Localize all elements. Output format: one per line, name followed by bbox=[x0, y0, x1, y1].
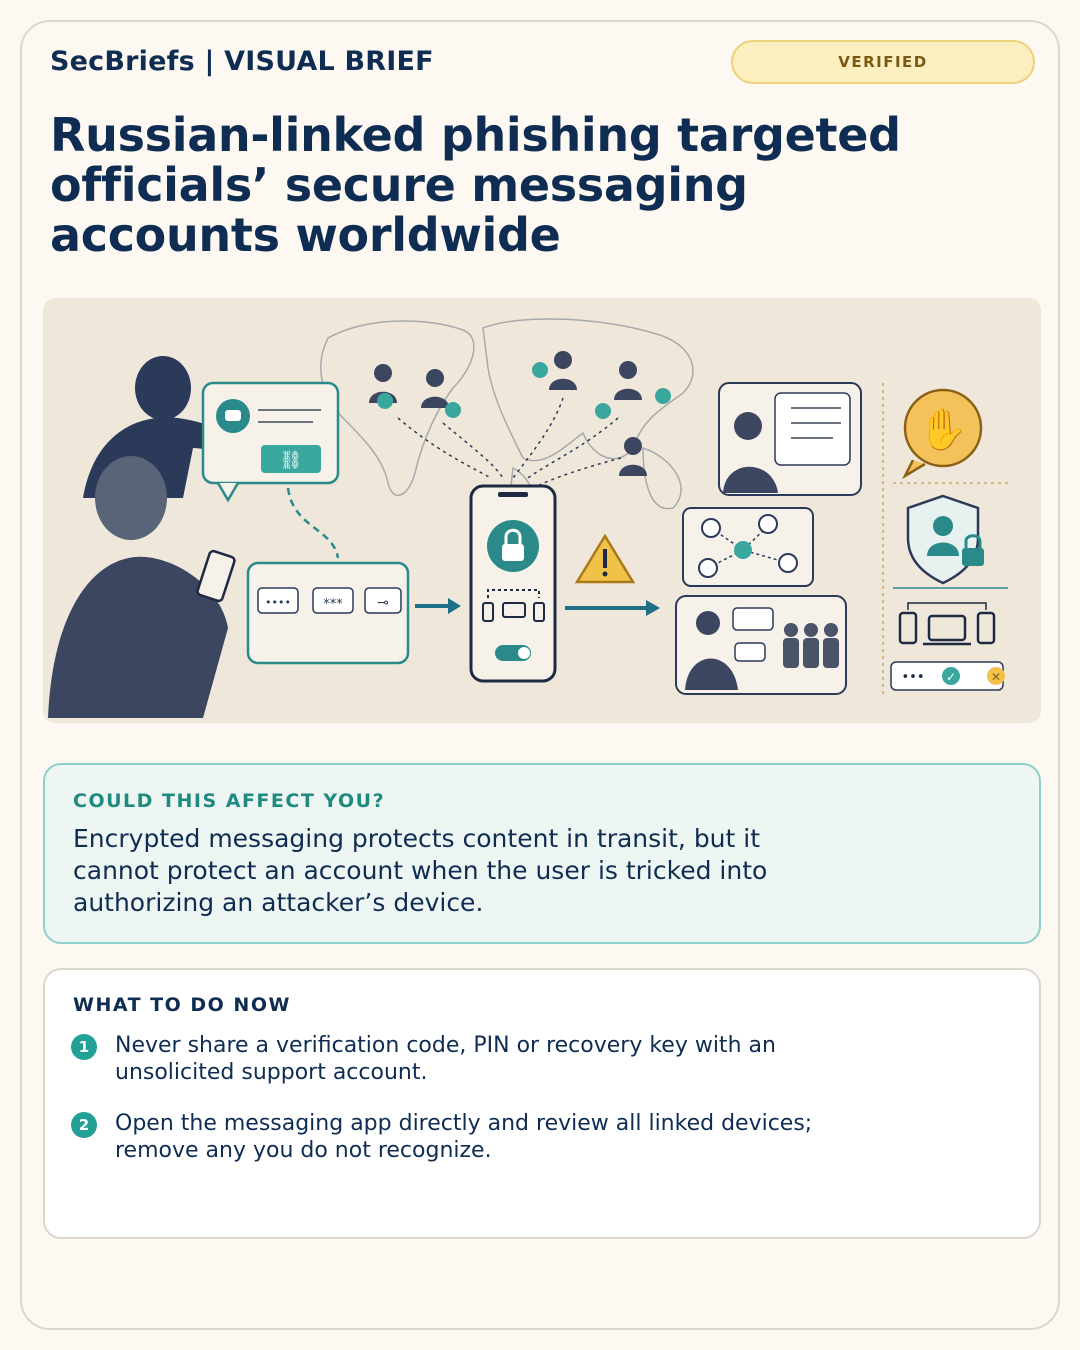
svg-text:⛓: ⛓ bbox=[280, 450, 303, 471]
brief-card: SecBriefs | VISUAL BRIEF VERIFIED Russia… bbox=[20, 20, 1060, 1330]
headline: Russian-linked phishing targeted officia… bbox=[50, 108, 901, 262]
warning-icon bbox=[574, 533, 636, 584]
stop-hand-icon: ✋ bbox=[901, 388, 983, 480]
chat-bot-icon bbox=[201, 381, 340, 503]
check-icon: ✓ bbox=[946, 670, 956, 684]
contacts-scene bbox=[718, 382, 862, 496]
network-icon bbox=[682, 507, 814, 587]
verify-row: ••• ✓ ✕ bbox=[890, 661, 1005, 691]
affect-body: Encrypted messaging protects content in … bbox=[73, 824, 768, 917]
key-icon: ⊸ bbox=[377, 595, 389, 611]
step-number: 2 bbox=[71, 1112, 97, 1138]
todo-panel: WHAT TO DO NOW 1 Never share a verificat… bbox=[43, 968, 1041, 1239]
step-number: 1 bbox=[71, 1034, 97, 1060]
code-dots: •••• bbox=[265, 596, 291, 609]
link-icon: ⛓ bbox=[261, 445, 321, 473]
linked-devices-icon bbox=[482, 589, 545, 622]
verified-badge: VERIFIED bbox=[731, 40, 1035, 84]
todo-heading: WHAT TO DO NOW bbox=[73, 994, 291, 1016]
illustration: ⛓ •••• *** ⊸ bbox=[43, 298, 1041, 723]
step-text: Never share a verification code, PIN or … bbox=[115, 1033, 776, 1085]
affect-heading: COULD THIS AFFECT YOU? bbox=[73, 790, 386, 812]
code-stars: *** bbox=[323, 597, 343, 612]
shield-user-icon bbox=[906, 494, 984, 585]
devices-row bbox=[898, 602, 996, 646]
verify-dots: ••• bbox=[901, 670, 924, 685]
svg-text:✋: ✋ bbox=[918, 406, 968, 453]
group-chat-scene bbox=[675, 595, 847, 695]
cross-icon: ✕ bbox=[991, 670, 1001, 684]
lock-icon bbox=[487, 520, 539, 572]
brand-title: SecBriefs | VISUAL BRIEF bbox=[50, 46, 434, 77]
affect-panel: COULD THIS AFFECT YOU? Encrypted messagi… bbox=[43, 763, 1041, 944]
victim-phone-icon bbox=[48, 456, 236, 718]
code-entry: •••• *** ⊸ bbox=[246, 561, 410, 665]
step-text: Open the messaging app directly and revi… bbox=[115, 1111, 813, 1163]
